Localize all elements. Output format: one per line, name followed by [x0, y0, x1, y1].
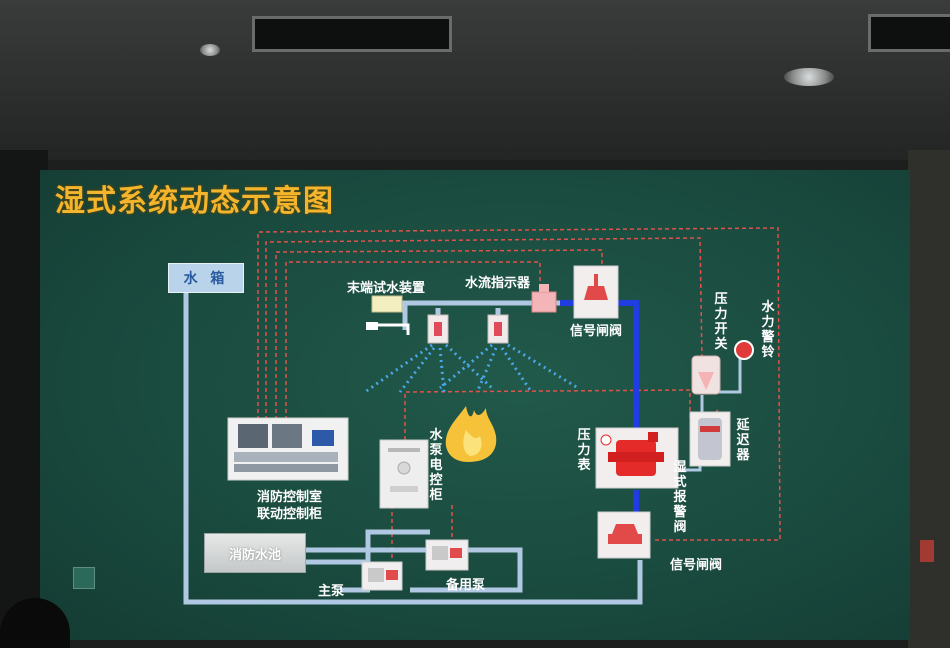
label-wet-alarm-valve: 湿式报警阀 [673, 460, 687, 535]
diagram-title: 湿式系统动态示意图 [55, 184, 334, 219]
label-signal-valve-top: 信号闸阀 [570, 324, 623, 339]
label-pump-cabinet: 水泵电控柜 [429, 428, 443, 503]
label-signal-valve-bottom: 信号闸阀 [670, 558, 723, 573]
label-water-flow-indicator: 水流指示器 [465, 276, 531, 291]
alarm-valve-icon [595, 427, 679, 489]
fire-pool: 消防水池 [204, 533, 306, 573]
water-tank: 水 箱 [168, 263, 244, 293]
retard-chamber-icon [689, 411, 731, 467]
audience-head [0, 598, 70, 648]
ceiling-vent-right [868, 14, 950, 52]
ceiling-vent [252, 16, 452, 52]
label-end-test-device: 末端试水装置 [347, 281, 426, 296]
bell-icon [734, 340, 754, 360]
label-pressure-switch: 压力开关 [714, 292, 728, 352]
gate-valve-bottom-icon [597, 511, 651, 559]
fire-icon [445, 406, 497, 462]
screen-marker [73, 567, 95, 589]
sprinkler-spray [364, 343, 579, 394]
switch-icon [691, 355, 721, 395]
pump-icon [361, 539, 469, 591]
pump-cabinet-icon [379, 439, 429, 509]
gate-valve-icon [573, 265, 619, 319]
ceiling-light [200, 44, 220, 56]
label-retard-chamber: 延迟器 [736, 418, 750, 463]
label-main-pump: 主泵 [318, 584, 345, 599]
label-standby-pump: 备用泵 [446, 578, 486, 593]
wall-right [908, 150, 950, 648]
flow-indicator-icon [531, 284, 557, 313]
sprinkler-icon [427, 314, 509, 344]
ceiling-speaker [784, 68, 834, 86]
label-water-gong: 水力警铃 [761, 300, 775, 360]
label-control-room-line2: 联动控制柜 [257, 507, 323, 522]
end-test-device-icon [366, 295, 410, 335]
label-control-room-line1: 消防控制室 [257, 490, 323, 505]
wall-socket [920, 540, 934, 562]
label-pressure-gauge: 压力表 [577, 428, 591, 473]
control-console-icon [227, 417, 349, 481]
